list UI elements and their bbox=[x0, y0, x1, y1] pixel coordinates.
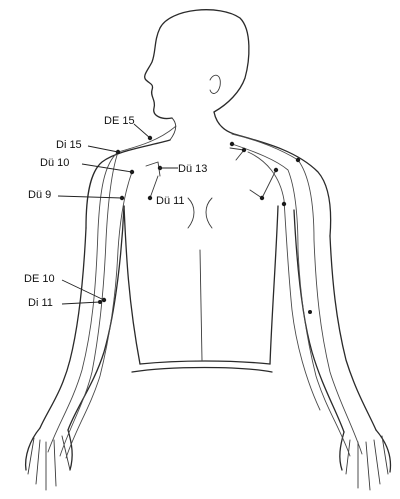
point-r-elbow bbox=[308, 310, 312, 314]
point-r-shoulder-c bbox=[296, 158, 300, 162]
right-arm-outline bbox=[294, 210, 390, 490]
left-arm-outline bbox=[26, 206, 124, 490]
point-r-arm bbox=[282, 202, 286, 206]
point-du11 bbox=[148, 196, 152, 200]
label-du11: Dü 11 bbox=[156, 195, 185, 207]
point-r-shoulder-a bbox=[230, 142, 234, 146]
label-du13: Dü 13 bbox=[178, 163, 207, 175]
label-di11: Di 11 bbox=[28, 297, 53, 309]
label-di15: Di 15 bbox=[56, 139, 82, 151]
label-de15: DE 15 bbox=[104, 115, 135, 127]
label-du10: Dü 10 bbox=[40, 157, 69, 169]
point-r-scapula bbox=[260, 196, 264, 200]
label-de10: DE 10 bbox=[24, 273, 55, 285]
label-du9: Dü 9 bbox=[28, 189, 51, 201]
meridian-lines bbox=[48, 126, 362, 458]
point-r-shoulder-b bbox=[242, 148, 246, 152]
head-outline bbox=[145, 10, 249, 140]
point-r-shoulder-d bbox=[274, 168, 278, 172]
